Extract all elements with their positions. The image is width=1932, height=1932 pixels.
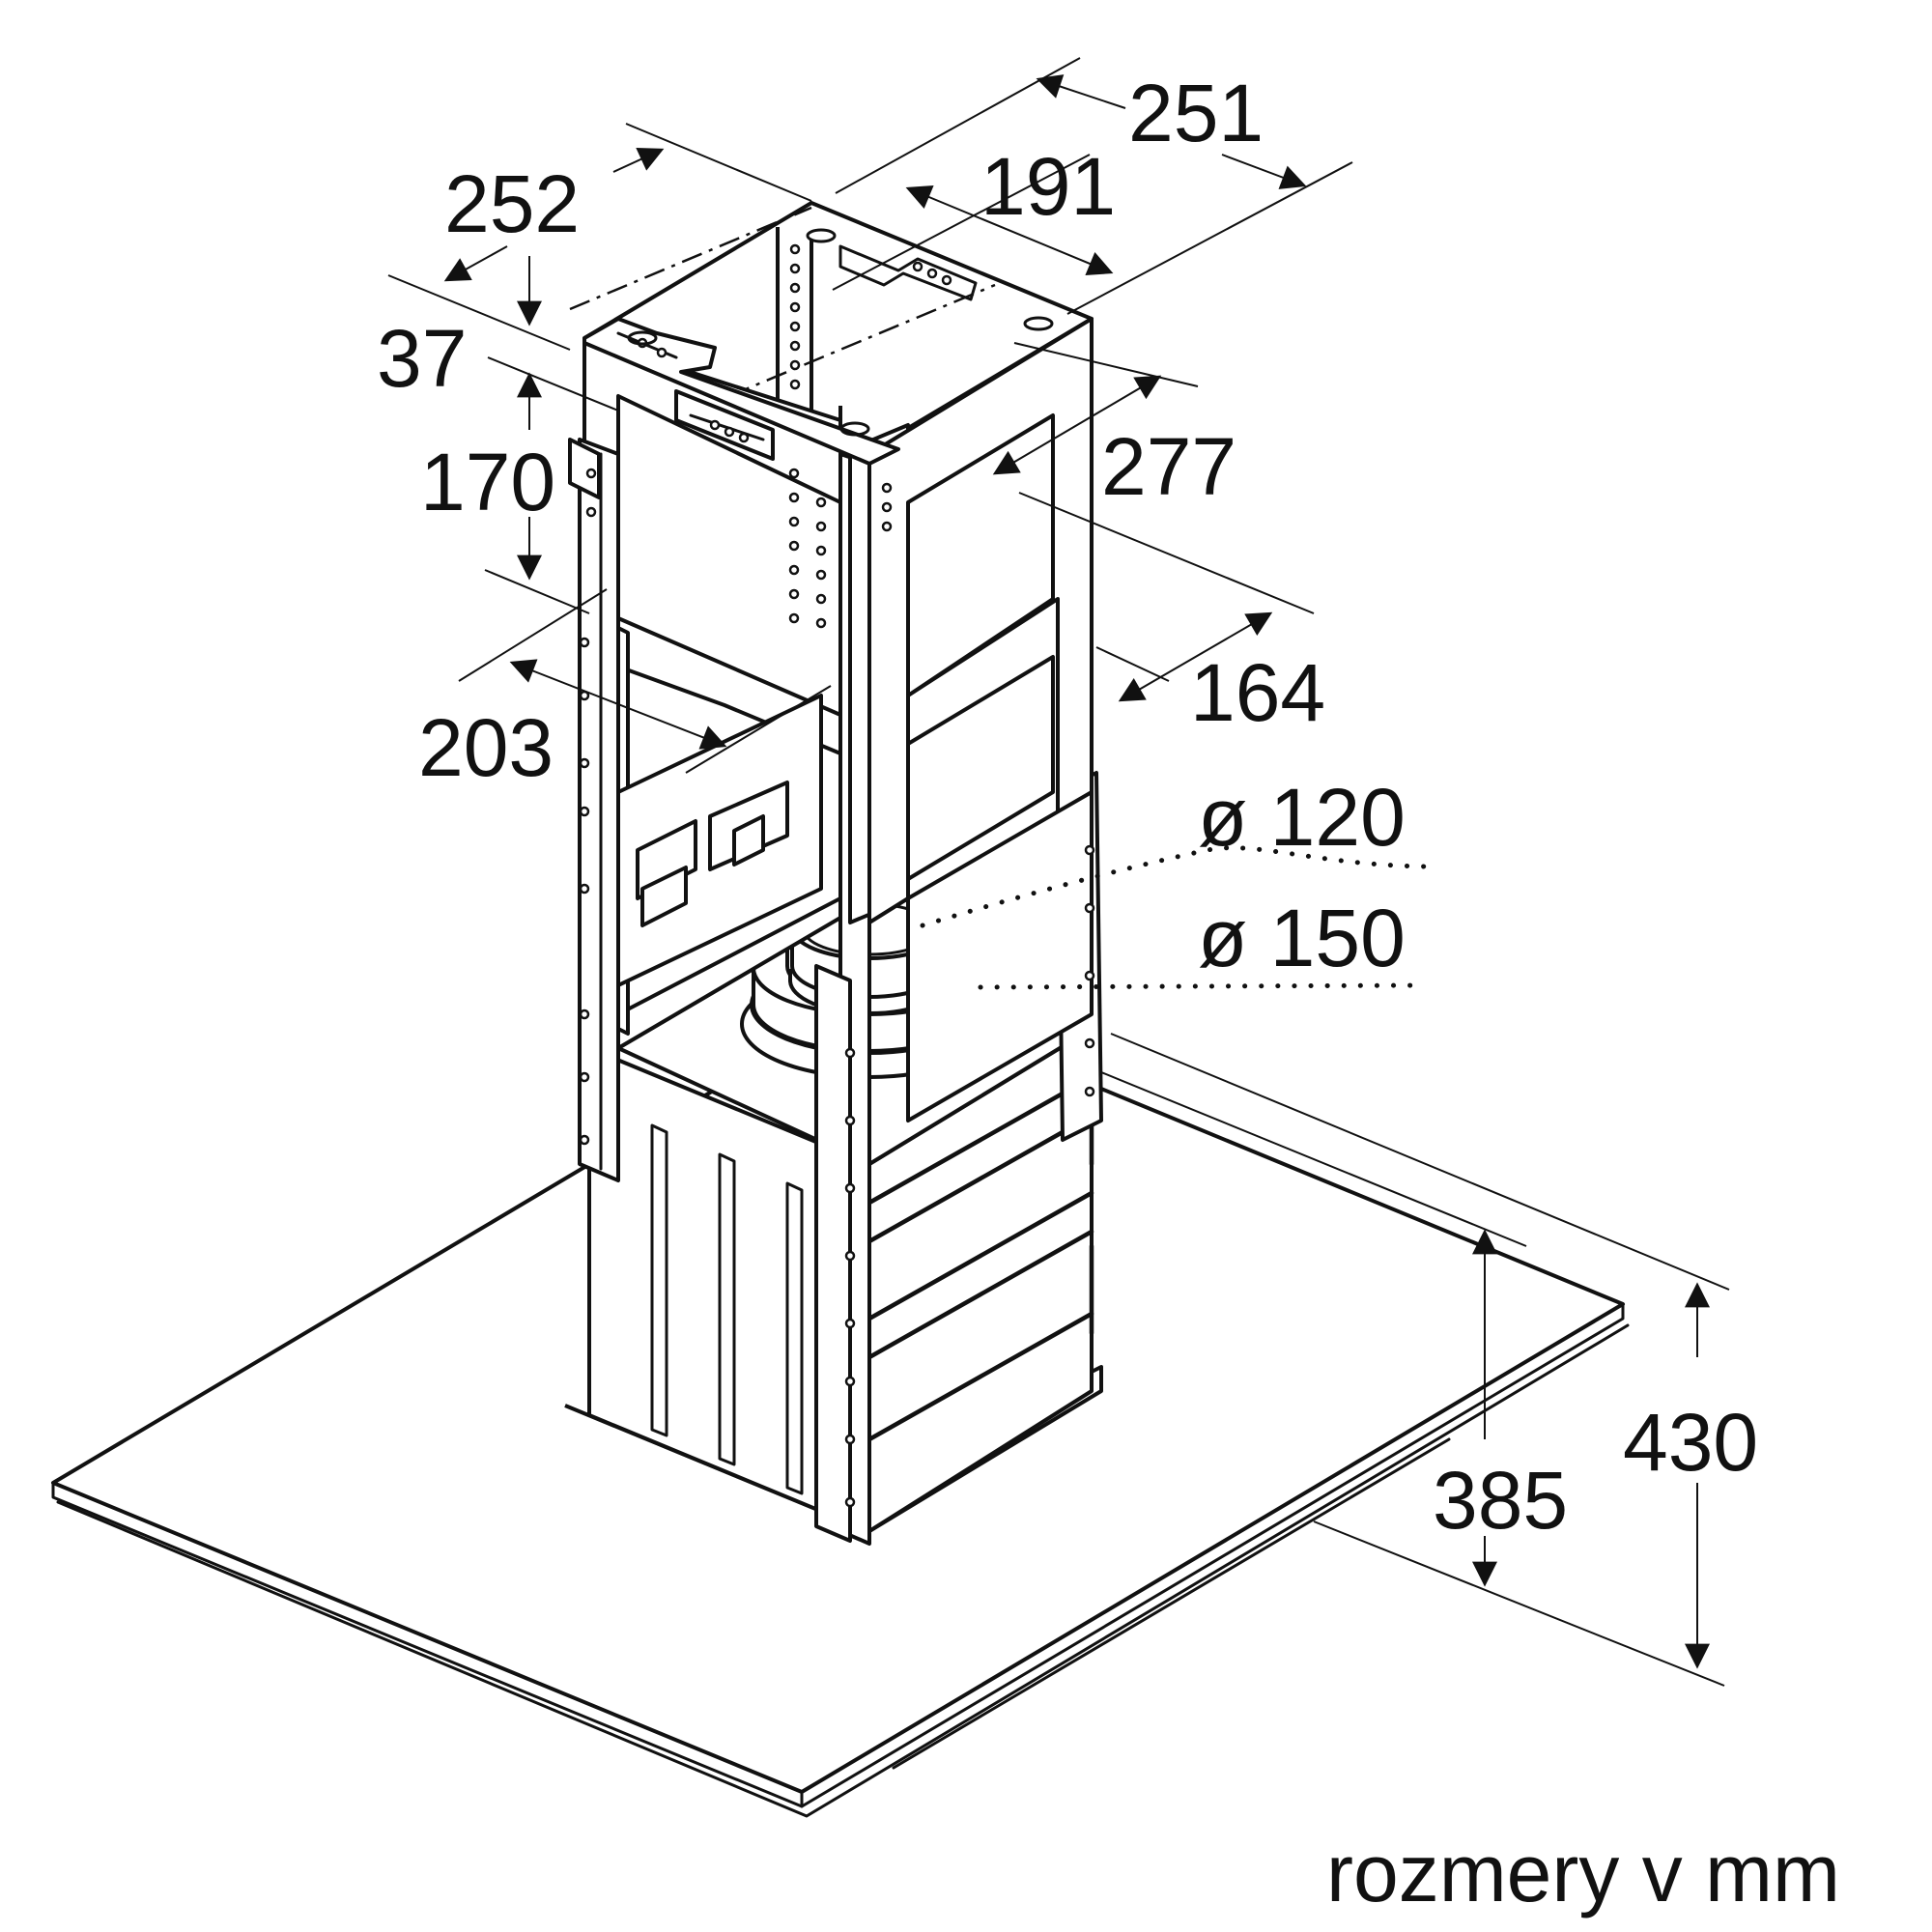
dim-arrow-203 bbox=[509, 659, 727, 750]
leader-dia-150 bbox=[978, 982, 1428, 990]
dim-label-dia-150: ø 150 bbox=[1198, 893, 1406, 983]
dim-label-dia-120: ø 120 bbox=[1198, 772, 1406, 863]
dim-label-430: 430 bbox=[1623, 1397, 1758, 1488]
dim-label-385: 385 bbox=[1433, 1455, 1568, 1546]
dim-label-164: 164 bbox=[1190, 647, 1325, 738]
dim-arrow-277 bbox=[992, 375, 1162, 475]
dim-arrow-191 bbox=[905, 185, 1114, 276]
dim-label-37: 37 bbox=[377, 313, 467, 404]
units-note: rozmery v mm bbox=[1326, 1828, 1840, 1918]
dim-label-251: 251 bbox=[1128, 68, 1264, 158]
dim-label-170: 170 bbox=[420, 437, 555, 527]
dim-arrow-251-right bbox=[1221, 154, 1307, 189]
dim-arrow-164 bbox=[1118, 611, 1273, 702]
dim-label-191: 191 bbox=[980, 141, 1116, 232]
dimension-arrows bbox=[443, 74, 1710, 1669]
mounting-frame bbox=[568, 201, 1103, 1546]
dim-arrow-251-left bbox=[1036, 74, 1126, 109]
dim-label-277: 277 bbox=[1101, 421, 1236, 512]
dim-label-252: 252 bbox=[444, 158, 580, 249]
dim-arrow-252-upper bbox=[612, 147, 665, 173]
dimension-labels: 251 191 252 37 170 277 164 203 ø 120 ø 1… bbox=[377, 68, 1758, 1546]
dim-arrow-252-lower bbox=[443, 245, 508, 282]
dim-label-203: 203 bbox=[418, 702, 554, 793]
